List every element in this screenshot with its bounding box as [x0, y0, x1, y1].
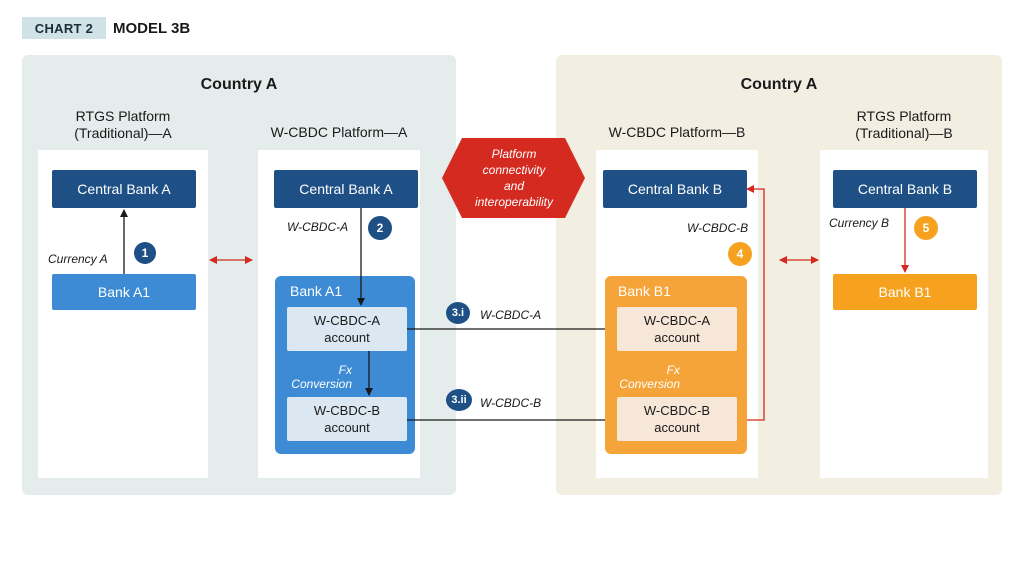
central-bank-b-wcbdc: Central Bank B	[603, 170, 747, 208]
model-title: MODEL 3B	[113, 19, 191, 37]
step-4-badge: 4	[728, 242, 752, 266]
chart-tag: CHART 2	[22, 17, 106, 39]
step-1-badge: 1	[134, 242, 156, 264]
fx-conversion-right: Fx Conversion	[619, 363, 680, 391]
wcbdc-b-flow-label: W-CBDC-B	[687, 221, 749, 235]
wcbdc-a-title: W-CBDC Platform—A	[270, 124, 408, 140]
bank-b1-rtgs: Bank B1	[833, 274, 977, 310]
bank-b1-wcbdc-label: Bank B1	[618, 283, 671, 299]
arrow-step-4	[737, 185, 765, 421]
flow-3ii-label: W-CBDC-B	[480, 396, 542, 410]
step-2-badge: 2	[368, 216, 392, 240]
wcbdc-a-flow-label: W-CBDC-A	[287, 220, 349, 234]
bank-a1-rtgs: Bank A1	[52, 274, 196, 310]
wcbdc-b-account-right: W-CBDC-B account	[617, 397, 737, 441]
wcbdc-b-title: W-CBDC Platform—B	[608, 124, 746, 140]
fx-conversion-left: Fx Conversion	[291, 363, 352, 391]
rtgs-b-title: RTGS Platform (Traditional)—B	[855, 108, 953, 141]
central-bank-a-rtgs: Central Bank A	[52, 170, 196, 208]
hexagon-label: Platform connectivity and interoperabili…	[474, 147, 554, 209]
flow-3i-label: W-CBDC-A	[480, 308, 542, 322]
currency-b-label: Currency B	[829, 216, 890, 230]
wcbdc-a-account-right: W-CBDC-A account	[617, 307, 737, 351]
wcbdc-a-account-left: W-CBDC-A account	[287, 307, 407, 351]
central-bank-b-rtgs: Central Bank B	[833, 170, 977, 208]
currency-a-label: Currency A	[48, 252, 108, 266]
interoperability-hexagon	[442, 138, 585, 218]
step-3i-badge: 3.i	[446, 302, 470, 324]
country-b-title: Country A	[740, 76, 818, 93]
rtgs-a-title: RTGS Platform (Traditional)—A	[74, 108, 172, 141]
wcbdc-b-account-left: W-CBDC-B account	[287, 397, 407, 441]
step-3ii-badge: 3.ii	[446, 389, 472, 411]
central-bank-a-wcbdc: Central Bank A	[274, 170, 418, 208]
step-5-badge: 5	[914, 216, 938, 240]
bank-a1-wcbdc-label: Bank A1	[290, 283, 343, 299]
country-a-title: Country A	[200, 76, 278, 93]
